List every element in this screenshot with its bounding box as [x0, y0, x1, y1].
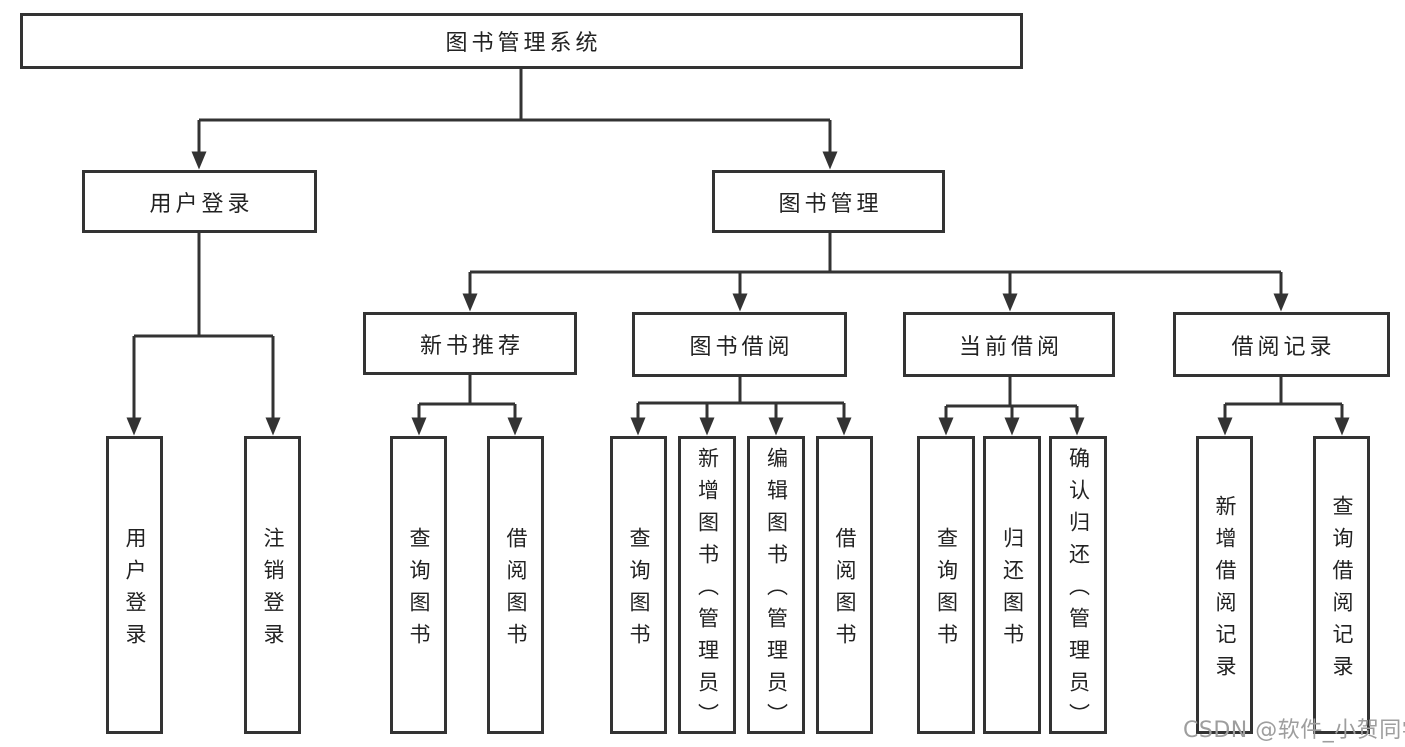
- leaf-add-books-admin: 新增图书（管理员）: [678, 436, 736, 735]
- node-new-book-recommend: 新书推荐: [363, 312, 577, 375]
- leaf-newbook-borrow-books: 借阅图书: [487, 436, 544, 734]
- node-book-management: 图书管理: [712, 170, 945, 233]
- leaf-borrow-query-books-label: 查询图书: [627, 526, 651, 655]
- leaf-confirm-return-admin-label: 确认归还（管理员）: [1066, 446, 1091, 735]
- leaf-return-books-label: 归还图书: [1000, 526, 1025, 655]
- edge-user-login-to-leaves: [126, 233, 281, 436]
- leaf-current-query-books: 查询图书: [917, 436, 975, 734]
- edge-current-borrow-to-leaves: [938, 375, 1085, 436]
- node-current-borrow-label: 当前借阅: [958, 334, 1063, 360]
- leaf-borrow-borrow-books-label: 借阅图书: [833, 526, 857, 655]
- edge-root-to-branches: [191, 69, 838, 170]
- node-borrow-records: 借阅记录: [1173, 312, 1390, 377]
- edge-book-management-to-groups: [462, 233, 1289, 312]
- leaf-return-books: 归还图书: [983, 436, 1041, 734]
- leaf-newbook-borrow-books-label: 借阅图书: [504, 526, 528, 655]
- csdn-watermark: CSDN @软件_小贺同学: [1183, 718, 1405, 743]
- leaf-borrow-borrow-books: 借阅图书: [816, 436, 873, 734]
- node-borrow-records-label: 借阅记录: [1231, 334, 1336, 360]
- leaf-add-borrow-record-label: 新增借阅记录: [1213, 494, 1237, 687]
- leaf-newbook-query-books-label: 查询图书: [407, 526, 431, 655]
- leaf-edit-books-admin-label: 编辑图书（管理员）: [764, 446, 789, 735]
- node-current-borrow: 当前借阅: [903, 312, 1115, 377]
- leaf-borrow-query-books: 查询图书: [610, 436, 667, 734]
- edge-new-book-to-leaves: [411, 375, 523, 436]
- node-root-label: 图书管理系统: [445, 31, 602, 56]
- leaf-logout-label: 注销登录: [261, 526, 285, 655]
- leaf-confirm-return-admin: 确认归还（管理员）: [1049, 436, 1107, 735]
- leaf-user-login: 用户登录: [106, 436, 163, 734]
- node-root: 图书管理系统: [20, 13, 1023, 69]
- leaf-query-borrow-record-label: 查询借阅记录: [1330, 494, 1354, 687]
- node-book-borrow: 图书借阅: [632, 312, 847, 377]
- node-user-login-label: 用户登录: [149, 191, 254, 217]
- leaf-add-books-admin-label: 新增图书（管理员）: [695, 446, 720, 735]
- node-book-management-label: 图书管理: [778, 191, 883, 217]
- leaf-current-query-books-label: 查询图书: [934, 526, 959, 655]
- leaf-newbook-query-books: 查询图书: [390, 436, 447, 734]
- edge-borrow-records-to-leaves: [1217, 375, 1350, 436]
- leaf-user-login-label: 用户登录: [123, 526, 147, 655]
- leaf-query-borrow-record: 查询借阅记录: [1313, 436, 1370, 734]
- leaf-edit-books-admin: 编辑图书（管理员）: [747, 436, 805, 735]
- node-new-book-recommend-label: 新书推荐: [419, 333, 524, 359]
- node-user-login: 用户登录: [82, 170, 317, 233]
- node-book-borrow-label: 图书借阅: [689, 334, 794, 360]
- leaf-add-borrow-record: 新增借阅记录: [1196, 436, 1253, 734]
- leaf-logout: 注销登录: [244, 436, 301, 734]
- edge-book-borrow-to-leaves: [630, 375, 852, 436]
